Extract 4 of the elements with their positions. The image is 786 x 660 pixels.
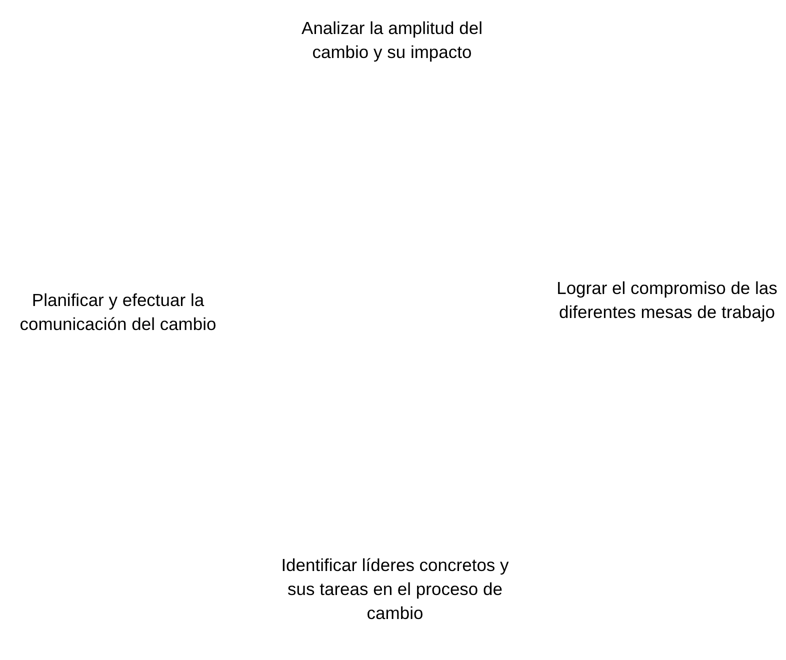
step-text: Analizar la amplitud del cambio y su impacto: [300, 17, 484, 64]
step-text: Lograr el compromiso de las diferentes mesas de trabajo: [556, 277, 778, 324]
step-text: Identificar líderes concretos y sus tareas en el proceso de cambio: [280, 554, 510, 625]
step-text: Planificar y efectuar la comunicación del cambio: [18, 289, 218, 336]
